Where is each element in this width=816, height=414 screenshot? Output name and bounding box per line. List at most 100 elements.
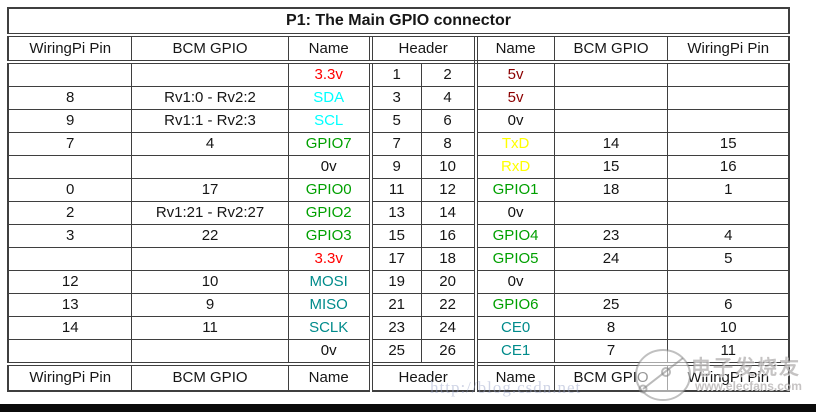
cell-name_l: SDA — [287, 86, 372, 110]
cell-pin_r: 20 — [420, 270, 477, 294]
table-title-row: P1: The Main GPIO connector — [7, 7, 790, 37]
col-header-header: Header — [368, 34, 478, 64]
cell-pin_l: 21 — [368, 293, 422, 317]
cell-name_l: GPIO3 — [287, 224, 372, 248]
cell-name_r: RxD — [473, 155, 555, 179]
cell-name_l: GPIO2 — [287, 201, 372, 225]
cell-wpi_r — [667, 61, 790, 87]
cell-bcm_r: 23 — [553, 224, 669, 248]
table-header-row: WiringPi Pin BCM GPIO Name Header Name B… — [7, 34, 790, 64]
cell-bcm_r: 25 — [553, 293, 669, 317]
col-header-name-right: Name — [475, 34, 555, 64]
cell-pin_l: 3 — [368, 86, 422, 110]
cell-bcm_l: 17 — [131, 178, 289, 202]
foot-bcm-right: BCM GPIO — [553, 362, 669, 392]
cell-pin_r: 4 — [420, 86, 477, 110]
cell-wpi_r: 6 — [667, 293, 790, 317]
cell-pin_r: 8 — [420, 132, 477, 156]
cell-pin_l: 1 — [368, 61, 422, 87]
cell-bcm_r: 18 — [553, 178, 669, 202]
cell-wpi_l — [7, 339, 133, 365]
col-header-wiringpi-right: WiringPi Pin — [667, 34, 790, 64]
cell-wpi_l: 2 — [7, 201, 133, 225]
cell-pin_r: 10 — [420, 155, 477, 179]
cell-bcm_r: 8 — [553, 316, 669, 340]
cell-pin_l: 15 — [368, 224, 422, 248]
col-header-wiringpi-left: WiringPi Pin — [7, 34, 133, 64]
foot-wiringpi-right: WiringPi Pin — [667, 362, 790, 392]
cell-wpi_r: 5 — [667, 247, 790, 271]
cell-wpi_r: 15 — [667, 132, 790, 156]
cell-pin_l: 19 — [368, 270, 422, 294]
col-header-bcm-left: BCM GPIO — [131, 34, 289, 64]
cell-name_r: 5v — [473, 61, 555, 87]
cell-wpi_l: 8 — [7, 86, 133, 110]
cell-bcm_l: Rv1:1 - Rv2:3 — [131, 109, 289, 133]
cell-pin_l: 11 — [368, 178, 422, 202]
cell-wpi_r — [667, 109, 790, 133]
cell-bcm_l — [131, 155, 289, 179]
cell-name_r: CE0 — [473, 316, 555, 340]
cell-wpi_r — [667, 270, 790, 294]
cell-name_l: GPIO7 — [287, 132, 372, 156]
cell-bcm_r: 7 — [553, 339, 669, 365]
cell-name_l: 3.3v — [287, 247, 372, 271]
col-header-bcm-right: BCM GPIO — [553, 34, 669, 64]
cell-bcm_l: 11 — [131, 316, 289, 340]
cell-wpi_r: 11 — [667, 339, 790, 365]
cell-pin_l: 7 — [368, 132, 422, 156]
cell-name_l: SCLK — [287, 316, 372, 340]
cell-bcm_l — [131, 61, 289, 87]
cell-pin_l: 13 — [368, 201, 422, 225]
cell-bcm_r — [553, 201, 669, 225]
cell-wpi_l — [7, 61, 133, 87]
foot-name-left: Name — [287, 362, 372, 392]
cell-bcm_l: 10 — [131, 270, 289, 294]
cell-pin_r: 24 — [420, 316, 477, 340]
table-footer-row: WiringPi Pin BCM GPIO Name Header Name B… — [7, 362, 790, 392]
cell-bcm_l: Rv1:21 - Rv2:27 — [131, 201, 289, 225]
cell-wpi_l: 3 — [7, 224, 133, 248]
cell-pin_l: 25 — [368, 339, 422, 365]
cell-wpi_l — [7, 247, 133, 271]
cell-bcm_l: Rv1:0 - Rv2:2 — [131, 86, 289, 110]
cell-bcm_l — [131, 247, 289, 271]
cell-pin_r: 14 — [420, 201, 477, 225]
col-header-name-left: Name — [287, 34, 372, 64]
cell-name_l: 3.3v — [287, 61, 372, 87]
cell-wpi_r: 10 — [667, 316, 790, 340]
cell-pin_r: 22 — [420, 293, 477, 317]
cell-wpi_l: 9 — [7, 109, 133, 133]
cell-bcm_r: 14 — [553, 132, 669, 156]
cell-wpi_r — [667, 86, 790, 110]
cell-wpi_l — [7, 155, 133, 179]
cell-name_r: 0v — [473, 109, 555, 133]
bottom-rule — [0, 404, 816, 412]
cell-pin_l: 5 — [368, 109, 422, 133]
cell-bcm_r — [553, 109, 669, 133]
cell-name_r: CE1 — [473, 339, 555, 365]
cell-bcm_l — [131, 339, 289, 365]
foot-bcm-left: BCM GPIO — [131, 362, 289, 392]
cell-bcm_r — [553, 61, 669, 87]
cell-wpi_r: 4 — [667, 224, 790, 248]
page-title: P1: The Main GPIO connector — [7, 7, 790, 37]
cell-name_r: GPIO1 — [473, 178, 555, 202]
cell-bcm_r: 15 — [553, 155, 669, 179]
cell-bcm_l: 22 — [131, 224, 289, 248]
cell-wpi_r: 1 — [667, 178, 790, 202]
gpio-pinout-table: P1: The Main GPIO connector WiringPi Pin… — [7, 7, 790, 392]
cell-name_r: TxD — [473, 132, 555, 156]
cell-pin_r: 18 — [420, 247, 477, 271]
cell-name_r: 0v — [473, 201, 555, 225]
cell-name_l: 0v — [287, 155, 372, 179]
